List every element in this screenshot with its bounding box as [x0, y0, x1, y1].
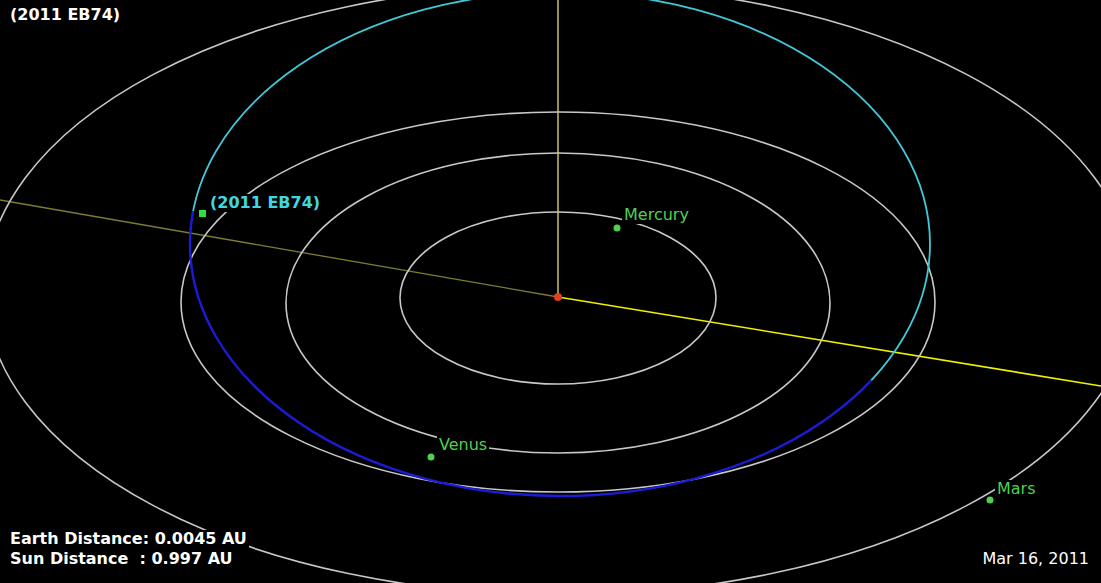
asteroid-orbit-above	[190, 0, 930, 496]
planet-dot	[987, 497, 994, 504]
date-readout: Mar 16, 2011	[980, 550, 1091, 568]
planet-dot	[428, 454, 435, 461]
venus-orbit	[286, 153, 830, 453]
asteroid-orbit-below	[190, 0, 930, 496]
distance-readout: Sun Distance : 0.997 AU	[8, 550, 235, 568]
reference-line	[557, 0, 558, 297]
planet-dot	[614, 225, 621, 232]
reference-line	[0, 200, 558, 297]
asteroid-marker	[199, 210, 206, 217]
planet-label: Mercury	[622, 206, 691, 224]
earth-orbit	[181, 112, 935, 492]
distance-readout: Earth Distance: 0.0045 AU	[8, 530, 249, 548]
object-title: (2011 EB74)	[8, 6, 122, 24]
mercury-orbit	[400, 212, 716, 384]
sun-dot	[554, 293, 562, 301]
planet-label: Mars	[995, 480, 1038, 498]
planet-label: Venus	[437, 436, 489, 454]
object-label: (2011 EB74)	[208, 194, 322, 212]
